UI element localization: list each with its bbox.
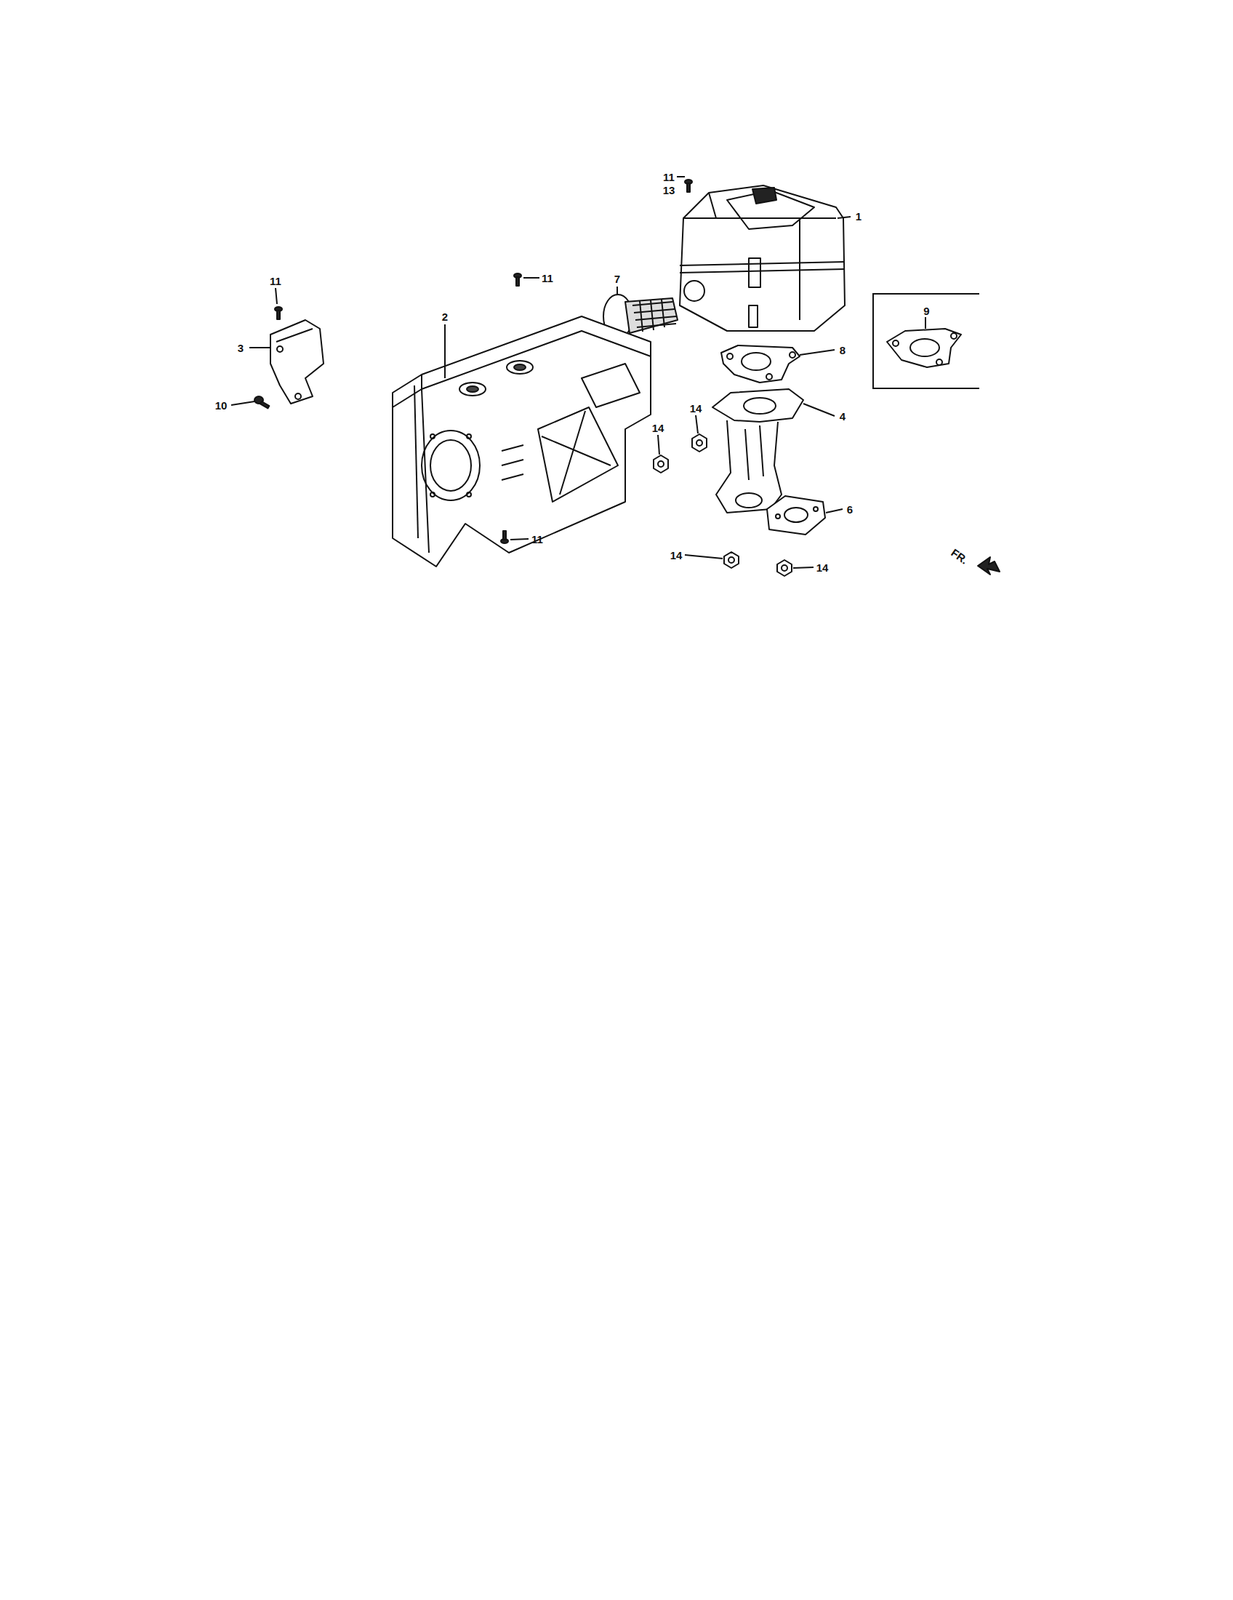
callout-number: 14	[652, 422, 665, 434]
callout-number: 11	[531, 533, 544, 545]
front-mark: FR.	[949, 546, 970, 566]
callout-number: 13	[663, 184, 676, 196]
callout-number: 11	[541, 272, 554, 284]
callout-number: 11	[663, 171, 675, 183]
callout-number: 9	[923, 305, 930, 317]
callout-number: 7	[614, 273, 621, 285]
callout-number: 10	[215, 399, 228, 411]
inset-box: 9	[872, 292, 980, 389]
callout-number: 3	[237, 342, 244, 354]
callout-number: 1	[855, 210, 862, 222]
callout-number: 11	[269, 275, 282, 287]
callout-number: 2	[442, 311, 448, 323]
callout-number: 14	[816, 561, 829, 573]
callout-number: 4	[839, 410, 846, 422]
callout-number: 14	[670, 549, 683, 561]
callout-number: 14	[689, 402, 703, 414]
callout-number: 6	[846, 503, 853, 515]
callout-number: 8	[839, 344, 846, 356]
